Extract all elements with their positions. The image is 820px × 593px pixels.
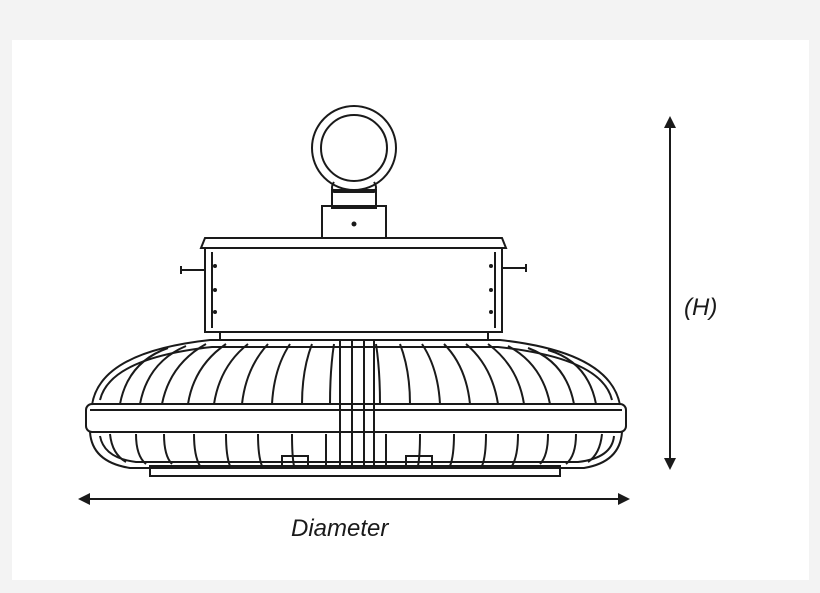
- driver-box-icon: [180, 237, 527, 341]
- diameter-label: Diameter: [291, 515, 389, 542]
- ufo-high-bay-heatsink-icon: [85, 339, 627, 477]
- eye-bolt-icon: [311, 105, 397, 239]
- height-label: (H): [684, 294, 718, 321]
- diagram-canvas: [12, 40, 809, 580]
